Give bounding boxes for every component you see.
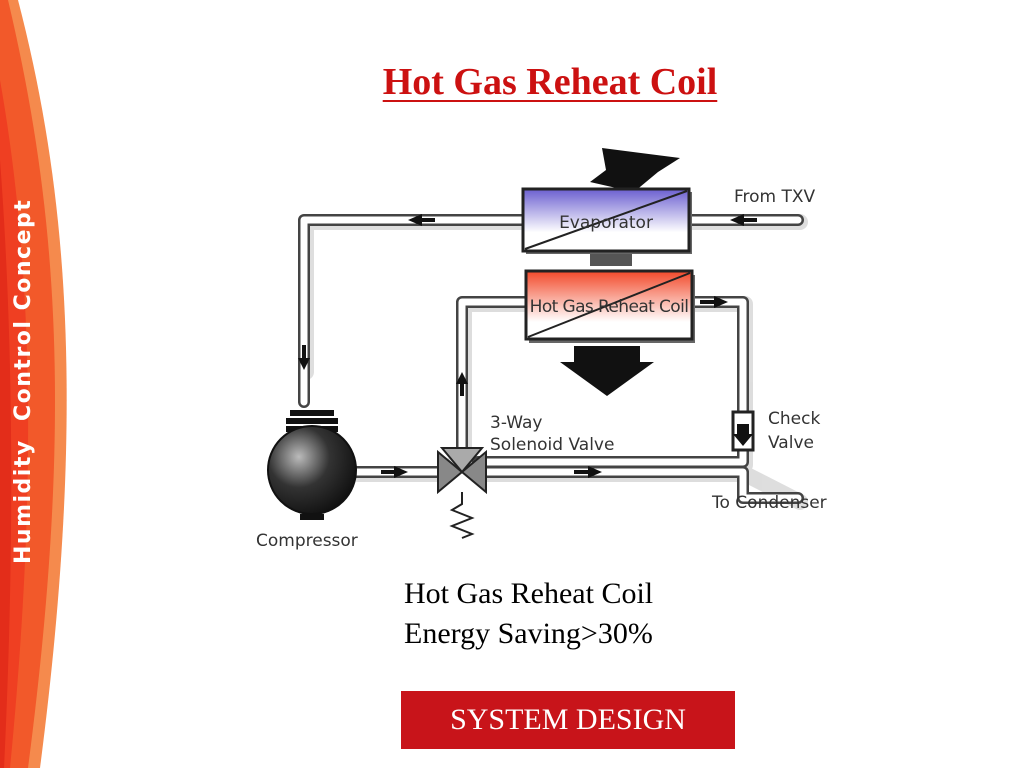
air-out-arrow — [560, 346, 654, 396]
check-valve — [731, 410, 755, 452]
caption-line-2: Energy Saving>30% — [404, 617, 653, 650]
solenoid-valve-label-1: 3-Way — [490, 413, 542, 433]
compressor-label: Compressor — [256, 531, 358, 551]
compressor — [267, 410, 357, 520]
flow-arrows — [298, 214, 757, 478]
reheat-coil: Hot Gas Reheat Coil — [524, 269, 695, 343]
air-in-arrow — [590, 148, 680, 192]
check-valve-label-2: Valve — [768, 433, 814, 453]
to-condenser-label: To Condenser — [711, 493, 827, 513]
from-txv-label: From TXV — [734, 187, 816, 207]
check-valve-label-1: Check — [768, 409, 820, 429]
caption-line-1: Hot Gas Reheat Coil — [404, 577, 654, 610]
evaporator-coil: Evaporator — [521, 187, 692, 254]
reheat-coil-label: Hot Gas Reheat Coil — [530, 297, 689, 317]
hot-gas-reheat-diagram: Evaporator Hot Gas Reheat Coil From TXV … — [256, 148, 827, 551]
solenoid-valve-label-2: Solenoid Valve — [490, 435, 614, 455]
refrigerant-piping — [298, 214, 808, 510]
evaporator-label: Evaporator — [559, 213, 653, 233]
side-decoration — [0, 0, 67, 768]
solenoid-valve — [437, 447, 487, 539]
caption: Hot Gas Reheat Coil Energy Saving>30% — [404, 574, 653, 654]
page-title: Hot Gas Reheat Coil — [382, 61, 718, 103]
system-design-button[interactable]: SYSTEM DESIGN — [401, 691, 735, 749]
